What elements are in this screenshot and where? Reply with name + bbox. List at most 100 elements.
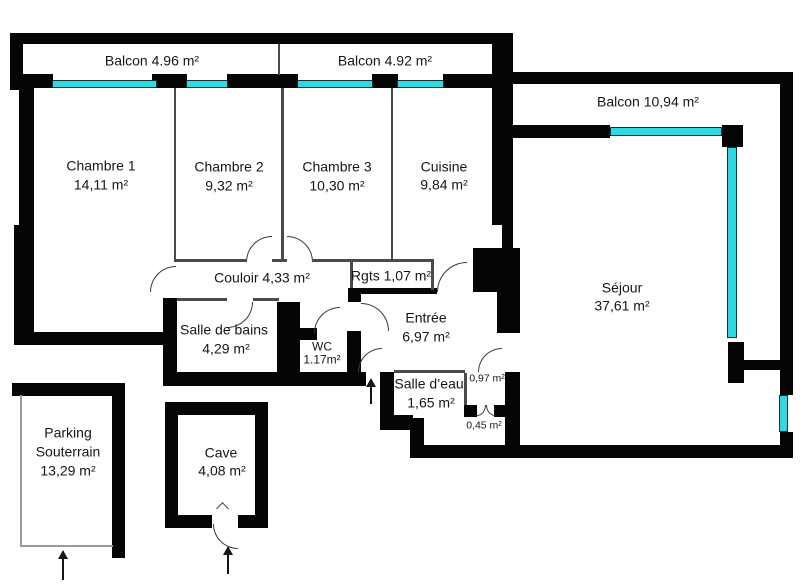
wall-segment <box>372 74 398 88</box>
window-sejour-lower-right <box>779 395 788 432</box>
wall-segment <box>277 302 300 372</box>
room-label-salle-de-bains: Salle de bains <box>180 321 268 338</box>
wall-segment <box>410 445 792 458</box>
partition <box>394 370 465 373</box>
room-area-entree: 6,97 m² <box>402 328 450 345</box>
room-area-cave: 4,08 m² <box>198 462 246 479</box>
partition <box>350 259 434 262</box>
window-sejour-right <box>727 147 737 338</box>
window-chambre1 <box>52 80 157 88</box>
wall-segment <box>227 74 298 88</box>
wall-segment <box>380 372 394 418</box>
partition <box>391 88 393 260</box>
partition <box>281 88 284 260</box>
room-label-chambre1: Chambre 1 <box>66 157 136 174</box>
room-area-salle-deau: 1,65 m² <box>407 394 455 411</box>
wall-segment <box>464 405 477 417</box>
partition <box>350 262 353 288</box>
door-arc-placard <box>478 348 502 372</box>
room-label-parking2: Souterrain <box>35 443 101 460</box>
wall-segment <box>728 342 744 383</box>
room-area-cuisine: 9,84 m² <box>420 176 468 193</box>
wall-segment <box>348 288 437 294</box>
room-label-rangements: Rgts 1,07 m² <box>350 267 432 284</box>
room-area-wc: 1.17m² <box>303 352 341 367</box>
wall-segment <box>780 84 793 395</box>
partition <box>174 88 176 262</box>
partition <box>431 262 434 290</box>
door-arc-chambre2 <box>246 236 272 262</box>
room-area-chambre3: 10,30 m² <box>309 177 365 194</box>
wall-segment <box>473 248 520 292</box>
balcony-divider <box>278 44 280 75</box>
room-label-entree: Entrée <box>405 309 447 326</box>
parking-wall <box>12 383 125 396</box>
door-arc-chambre1 <box>150 266 176 292</box>
parking-wall <box>112 383 125 558</box>
partition <box>177 298 227 301</box>
wall-segment <box>14 332 167 345</box>
room-label-wc: WC <box>312 339 332 354</box>
parking-up-arrow-icon <box>56 550 70 580</box>
wall-segment <box>502 225 513 252</box>
balcony-mid-label: Balcon 4.92 m² <box>337 52 433 69</box>
cave-door-caret-icon <box>216 502 229 515</box>
door-arc-chambre3 <box>287 236 313 262</box>
cave-wall <box>255 402 268 528</box>
balcony-right-label: Balcon 10,94 m² <box>597 93 699 110</box>
room-label-couloir: Couloir 4,33 m² <box>214 269 310 286</box>
room-label-chambre3: Chambre 3 <box>302 158 372 175</box>
cave-up-arrow-icon <box>221 546 235 574</box>
wall-segment <box>780 432 793 458</box>
wall-segment <box>300 328 317 340</box>
closet-area-045: 0,45 m² <box>466 419 502 432</box>
wall-segment <box>14 225 34 345</box>
wall-segment <box>743 360 783 370</box>
room-label-sejour: Séjour <box>601 279 643 296</box>
room-label-parking: Parking <box>44 424 92 441</box>
room-area-parking: 13,29 m² <box>40 462 96 479</box>
wall-segment <box>443 74 492 88</box>
wall-segment <box>513 72 793 84</box>
wall-segment <box>163 372 366 386</box>
balcony-left-label: Balcon 4.96 m² <box>104 52 200 69</box>
partition <box>464 373 467 405</box>
parking-open-side <box>20 395 22 547</box>
cave-wall <box>165 402 268 415</box>
wall-segment <box>494 405 507 417</box>
wall-segment <box>10 33 492 44</box>
cave-wall <box>165 402 178 528</box>
wall-segment <box>23 74 53 88</box>
wall-segment <box>163 298 177 386</box>
folding-door-leaf <box>486 405 495 416</box>
wall-segment <box>497 292 520 333</box>
wall-segment <box>722 125 743 147</box>
closet-area-097: 0,97 m² <box>469 372 505 385</box>
room-area-sejour: 37,61 m² <box>594 297 650 314</box>
wall-segment <box>10 33 23 90</box>
room-area-chambre2: 9,32 m² <box>205 177 253 194</box>
wall-segment <box>380 415 413 430</box>
wall-segment <box>152 74 187 88</box>
cave-wall <box>165 515 212 528</box>
room-label-chambre2: Chambre 2 <box>194 158 264 175</box>
entrance-up-arrow-icon <box>364 378 378 404</box>
partition <box>272 259 287 262</box>
room-area-salle-de-bains: 4,29 m² <box>202 340 250 357</box>
window-cuisine <box>397 80 444 88</box>
cave-wall <box>238 515 268 528</box>
window-chambre3 <box>297 80 373 88</box>
door-arc-wc <box>314 307 340 333</box>
parking-open-side <box>20 545 113 547</box>
wall-segment <box>19 88 34 225</box>
window-sejour-top <box>610 127 722 136</box>
partition <box>313 259 350 262</box>
partition <box>174 259 246 262</box>
window-chambre2 <box>186 80 228 88</box>
door-arc-cuisine <box>437 262 467 292</box>
room-label-cuisine: Cuisine <box>420 158 468 175</box>
room-label-cave: Cave <box>204 444 238 461</box>
wall-segment <box>347 331 361 372</box>
wall-segment <box>505 372 520 458</box>
